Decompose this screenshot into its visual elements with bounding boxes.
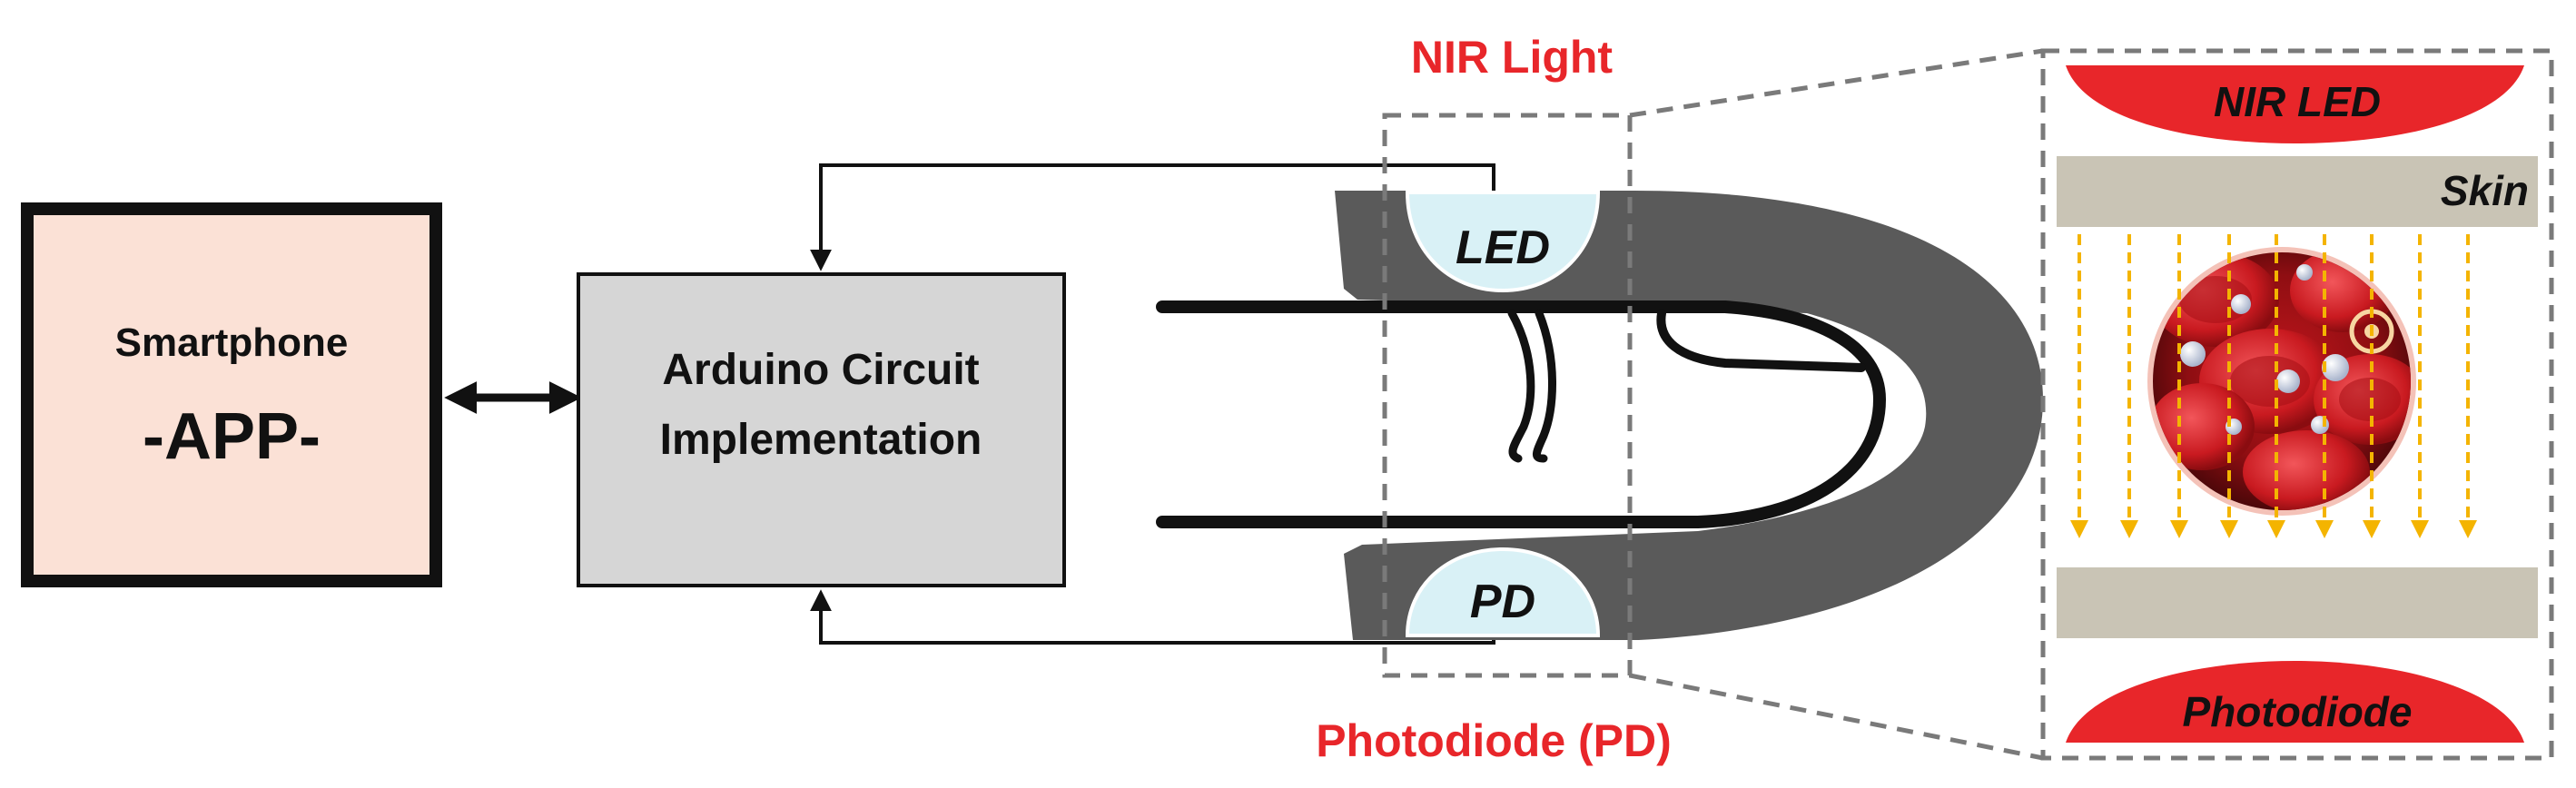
pd-sensor-label: PD bbox=[1470, 576, 1535, 628]
skin-band-top bbox=[2057, 156, 2538, 227]
skin-label: Skin bbox=[2441, 167, 2529, 214]
photodiode-pd-label: Photodiode (PD) bbox=[1316, 715, 1672, 766]
photodiode-lens bbox=[2066, 661, 2524, 743]
nir-light-label: NIR Light bbox=[1411, 32, 1614, 83]
finger-top-line bbox=[1156, 300, 1887, 528]
pd-sensor bbox=[1405, 547, 1601, 637]
fingernail bbox=[1656, 309, 1866, 372]
arduino-label-line2: Implementation bbox=[660, 416, 982, 464]
smartphone-app-label: -APP- bbox=[143, 400, 321, 473]
arduino-label-line1: Arduino Circuit bbox=[662, 346, 979, 394]
led-sensor bbox=[1405, 191, 1601, 293]
zoom-panel: NIR LED Skin bbox=[2040, 48, 2554, 761]
nir-led-label: NIR LED bbox=[2214, 78, 2381, 125]
nir-light-rays bbox=[2070, 234, 2477, 538]
led-sensor-label: LED bbox=[1456, 222, 1550, 274]
smartphone-title: Smartphone bbox=[115, 320, 349, 365]
zoom-line-bottom bbox=[1629, 673, 2044, 761]
smartphone-box bbox=[21, 202, 442, 587]
smartphone-app-block: Smartphone -APP- bbox=[21, 202, 442, 587]
zoom-line-top bbox=[1629, 48, 2044, 118]
blood-vessel-illustration bbox=[2147, 247, 2416, 516]
arduino-block: Arduino Circuit Implementation bbox=[577, 272, 1066, 587]
nir-led-lens bbox=[2066, 65, 2524, 143]
sensor-region-dashed-box bbox=[1382, 113, 1633, 678]
knuckle-crease-2 bbox=[1533, 309, 1556, 463]
photodiode-label: Photodiode bbox=[2183, 688, 2413, 735]
finger-illustration: LED PD bbox=[1156, 191, 2043, 640]
arduino-box bbox=[577, 272, 1066, 587]
led-drive-wire bbox=[810, 163, 1495, 271]
knuckle-crease-1 bbox=[1507, 309, 1535, 463]
skin-band-bottom bbox=[2057, 567, 2538, 638]
